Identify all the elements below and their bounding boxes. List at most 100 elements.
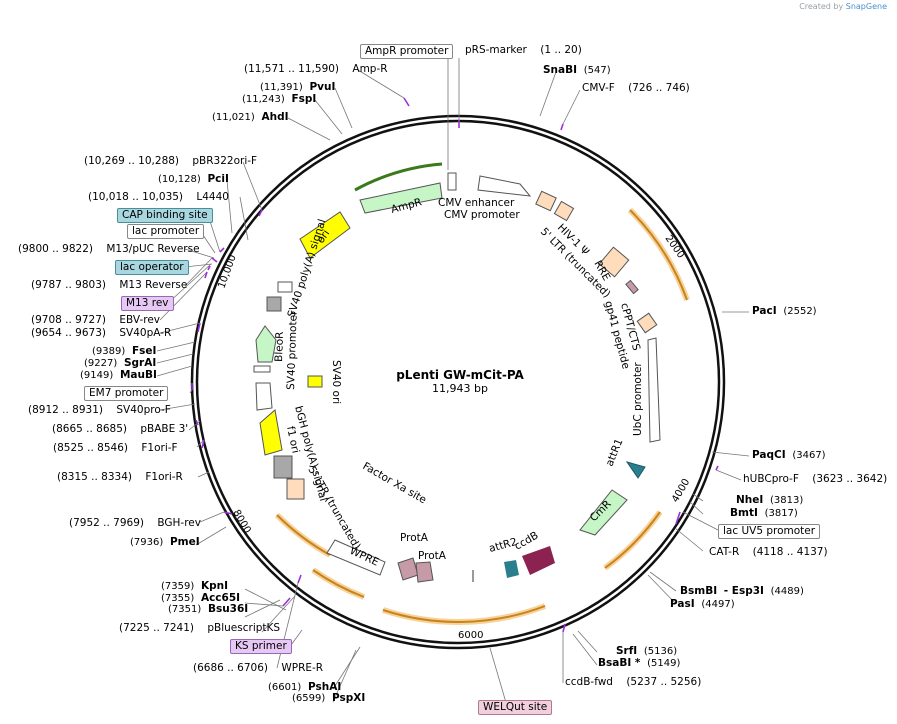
- lac-features[interactable]: [277, 281, 293, 293]
- backbone-outer-ring: [190, 114, 726, 650]
- enzyme-fsei[interactable]: (9389) FseI: [92, 345, 156, 358]
- primer-cmv-f[interactable]: CMV-F (726 .. 746): [582, 82, 690, 95]
- enzyme-name: MauBI: [119, 369, 157, 381]
- enzyme-name: SgrAI: [123, 357, 157, 369]
- label-ampr-promoter[interactable]: AmpR promoter: [360, 44, 454, 59]
- bgh-polya-feature[interactable]: [273, 455, 293, 479]
- enzyme-name: BsaBI *: [598, 657, 641, 669]
- enzyme-name: FspI: [291, 93, 317, 105]
- attr2-feature[interactable]: [504, 560, 519, 578]
- ccdb-feature[interactable]: [522, 546, 555, 575]
- enzyme-pasi[interactable]: PasI (4497): [670, 598, 735, 611]
- enzyme-bsabi[interactable]: BsaBI * (5149): [598, 657, 680, 670]
- enzyme-maubi[interactable]: (9149) MauBI: [80, 369, 157, 382]
- label-ks-primer[interactable]: KS primer: [230, 639, 292, 654]
- attr1-feature[interactable]: [625, 461, 646, 479]
- f1-ori-feature[interactable]: [259, 409, 283, 456]
- enzyme-acc65i[interactable]: (7355) Acc65I: [161, 592, 240, 605]
- ampr-feature[interactable]: [359, 182, 443, 214]
- primer-range: (726 .. 746): [628, 82, 690, 94]
- enzyme-name: Acc65I: [200, 592, 241, 604]
- primer-pbabe-3[interactable]: (8665 .. 8685) pBABE 3': [52, 423, 188, 436]
- enzyme-bmti[interactable]: BmtI (3817): [730, 507, 798, 520]
- primer-ebv-rev[interactable]: (9708 .. 9727) EBV-rev: [31, 314, 160, 327]
- ampr-promoter-feature[interactable]: [447, 172, 457, 191]
- enzyme-name: Bsu36I: [207, 603, 249, 615]
- orange-arc-2: [604, 511, 661, 569]
- primer-name: Amp-R: [352, 63, 388, 75]
- primer-sv40pro-f[interactable]: (8912 .. 8931) SV40pro-F: [28, 404, 171, 417]
- primer-cat-r[interactable]: CAT-R (4118 .. 4137): [709, 546, 828, 559]
- enzyme-kpni[interactable]: (7359) KpnI: [161, 580, 228, 593]
- ubc-promoter-feature[interactable]: [647, 337, 661, 443]
- enzyme-name: PshAI: [307, 681, 342, 693]
- sv40-polya-feature[interactable]: [266, 296, 282, 312]
- snapgene-watermark: Created by SnapGene: [799, 2, 887, 11]
- gp41-feature[interactable]: [636, 312, 658, 334]
- enzyme-pmei[interactable]: (7936) PmeI: [130, 536, 200, 549]
- enzyme-snabi[interactable]: SnaBI (547): [543, 64, 611, 77]
- primer-pbluescriptks[interactable]: (7225 .. 7241) pBluescriptKS: [119, 622, 280, 635]
- primer-m13-puc-reverse[interactable]: (9800 .. 9822) M13/pUC Reverse: [18, 243, 200, 256]
- primer-pbr322ori-f[interactable]: (10,269 .. 10,288) pBR322ori-F: [84, 155, 257, 168]
- primer-range: (7225 .. 7241): [119, 622, 194, 634]
- wpre-feature[interactable]: [326, 539, 386, 576]
- enzyme-bsmbi[interactable]: BsmBI - Esp3I (4489): [680, 585, 804, 598]
- ltr-3-feature[interactable]: [286, 478, 305, 500]
- primer-prs-marker[interactable]: pRS-marker (1 .. 20): [465, 44, 582, 57]
- enzyme-nhei[interactable]: NheI (3813): [736, 494, 803, 507]
- enzyme-pspxi[interactable]: (6599) PspXI: [292, 692, 365, 705]
- prota-2-feature[interactable]: [415, 561, 434, 583]
- sv40-promoter-feature[interactable]: [255, 382, 273, 411]
- primer-ccdb-fwd[interactable]: ccdB-fwd (5237 .. 5256): [565, 676, 701, 689]
- primer-f1ori-f[interactable]: (8525 .. 8546) F1ori-F: [53, 442, 178, 455]
- ori-feature[interactable]: [299, 211, 351, 259]
- bleor-feature[interactable]: [255, 325, 277, 363]
- cppt-feature[interactable]: [625, 279, 639, 295]
- primer-wpre-r[interactable]: (6686 .. 6706) WPRE-R: [193, 662, 323, 675]
- enzyme-bsu36i[interactable]: (7351) Bsu36I: [168, 603, 248, 616]
- label-welqut-site[interactable]: WELQut site: [478, 700, 553, 715]
- enzyme-pcii[interactable]: (10,128) PciI: [158, 173, 229, 186]
- label-cap-binding-site[interactable]: CAP binding site: [117, 208, 213, 223]
- ltr-5-feature[interactable]: [535, 190, 557, 212]
- enzyme-paci[interactable]: PacI (2552): [752, 305, 817, 318]
- primer-l4440[interactable]: (10,018 .. 10,035) L4440: [88, 191, 229, 204]
- enzyme-position: (9389): [92, 346, 126, 357]
- plasmid-name: pLenti GW-mCit-PA: [396, 368, 524, 382]
- label-lac-promoter[interactable]: lac promoter: [127, 224, 205, 239]
- enzyme-fspi[interactable]: (11,243) FspI: [242, 93, 316, 106]
- enzyme-pshai[interactable]: (6601) PshAI: [268, 681, 341, 694]
- cmv-enhancer-feature[interactable]: [477, 175, 532, 197]
- label-lac-uv5-promoter[interactable]: lac UV5 promoter: [718, 524, 821, 539]
- enzyme-sgrai[interactable]: (9227) SgrAI: [84, 357, 156, 370]
- primer-range: (9654 .. 9673): [31, 327, 106, 339]
- cmr-feature[interactable]: [579, 489, 628, 536]
- primer-name: hUBCpro-F: [743, 473, 799, 485]
- primer-hubcpro-f[interactable]: hUBCpro-F (3623 .. 3642): [743, 473, 887, 486]
- rre-feature[interactable]: [598, 246, 630, 278]
- enzyme-ahdi[interactable]: (11,021) AhdI: [212, 111, 289, 124]
- primer-bgh-rev[interactable]: (7952 .. 7969) BGH-rev: [69, 517, 201, 530]
- enzyme-srfi[interactable]: SrfI (5136): [616, 645, 677, 658]
- primer-m13-reverse[interactable]: (9787 .. 9803) M13 Reverse: [31, 279, 187, 292]
- enzyme-pvui[interactable]: (11,391) PvuI: [260, 81, 335, 94]
- primer-sv40pa-r[interactable]: (9654 .. 9673) SV40pA-R: [31, 327, 171, 340]
- primer-f1ori-r[interactable]: (8315 .. 8334) F1ori-R: [57, 471, 183, 484]
- primer-name: F1ori-F: [141, 442, 178, 454]
- feature-label-attr2: attR2: [488, 536, 519, 555]
- label-lac-operator[interactable]: lac operator: [115, 260, 189, 275]
- prota-1-feature[interactable]: [397, 557, 419, 581]
- label-m13-rev[interactable]: M13 rev: [121, 296, 174, 311]
- psi-feature[interactable]: [553, 200, 575, 222]
- label-em7-promoter[interactable]: EM7 promoter: [84, 386, 169, 401]
- enzyme-paqci[interactable]: PaqCI (3467): [752, 449, 826, 462]
- enzyme-position: (10,128): [158, 174, 201, 185]
- enzyme-position: (4497): [701, 599, 735, 610]
- primer-name: M13/pUC Reverse: [106, 243, 200, 255]
- primer-amp-r[interactable]: (11,571 .. 11,590) Amp-R: [244, 63, 388, 76]
- enzyme-position: (547): [583, 65, 611, 76]
- em7-feature[interactable]: [253, 365, 271, 373]
- sv40-ori-feature[interactable]: [307, 375, 323, 388]
